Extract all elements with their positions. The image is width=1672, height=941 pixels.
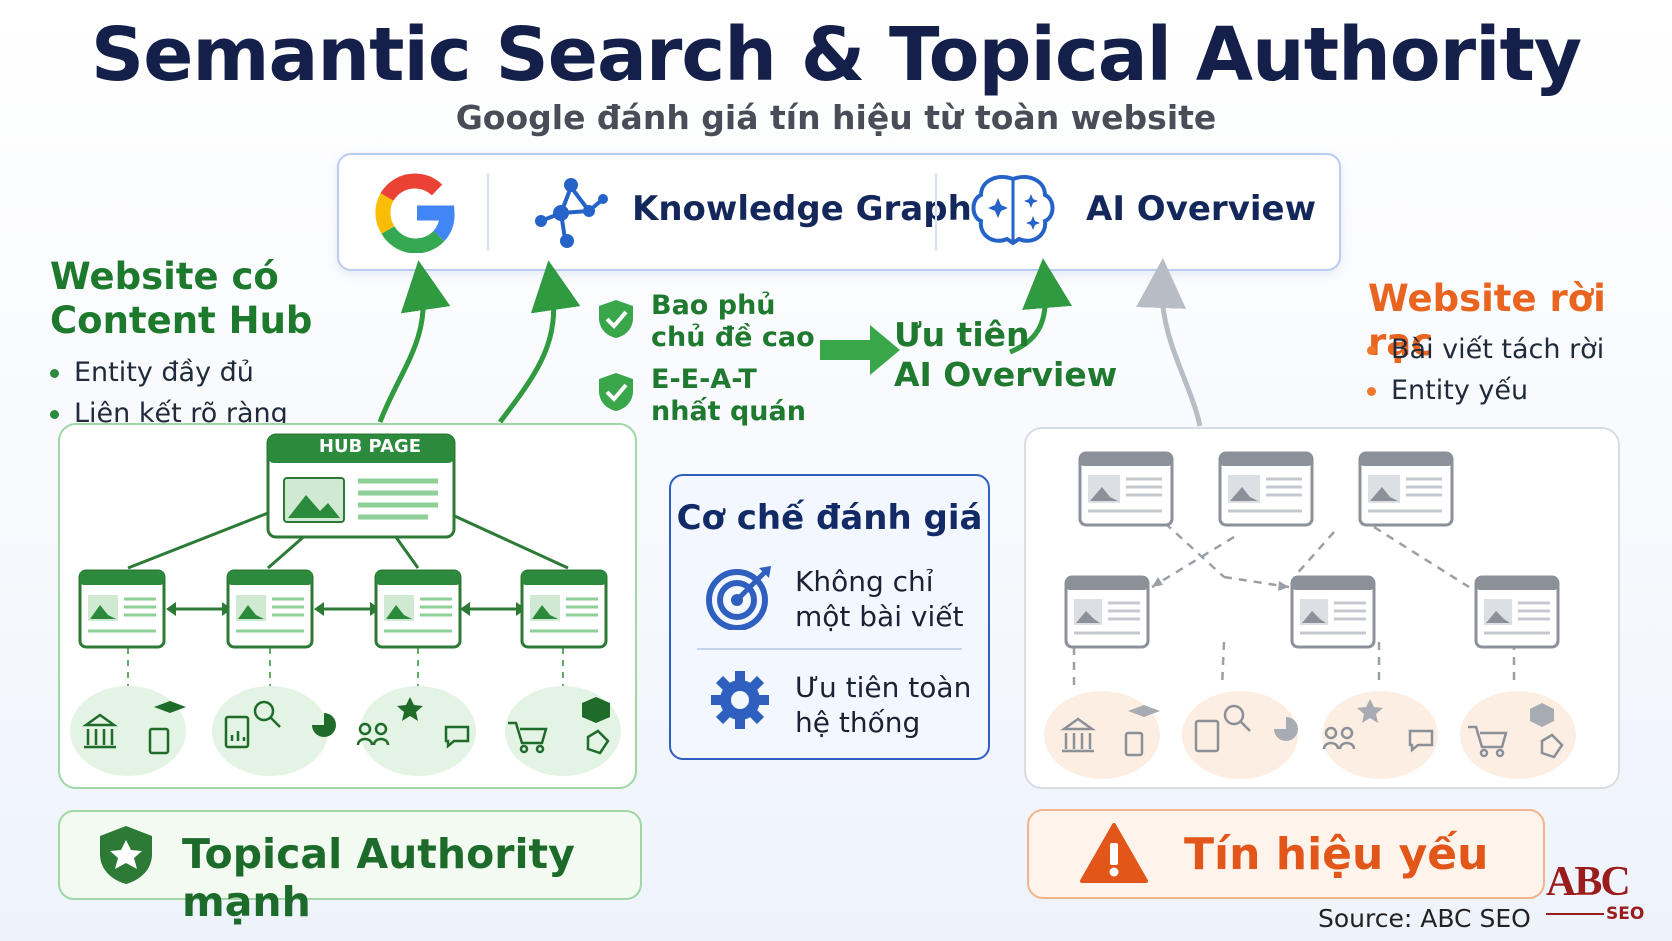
page-subtitle: Google đánh giá tín hiệu từ toàn website (455, 98, 1217, 137)
benefit-eeat-line2: nhất quán (651, 396, 806, 427)
left-heading-line1: Website có (50, 255, 279, 298)
mechanism-item-2-line2: hệ thống (795, 706, 921, 739)
google-g-icon (375, 173, 455, 253)
benefit-coverage-line1: Bao phủ (651, 290, 776, 321)
strong-authority-badge: Topical Authority mạnh (58, 810, 642, 926)
hub-page-card (266, 433, 456, 539)
benefit-eeat-line1: E-E-A-T (651, 364, 757, 395)
entity-circles (70, 686, 621, 776)
priority-line1: Ưu tiên (894, 315, 1030, 354)
check-shield-icon (599, 373, 633, 411)
left-bullet: Entity đầy đủ (46, 352, 288, 393)
mechanism-item-1-line2: một bài viết (795, 600, 964, 633)
gear-icon (711, 671, 769, 729)
weak-entity-circles (1044, 691, 1576, 779)
benefit-coverage: Bao phủ chủ đề cao (651, 290, 815, 354)
isolated-page-cards (1064, 451, 1560, 649)
right-bullet: Bài viết tách rời (1363, 329, 1604, 370)
hub-page-label: HUB PAGE (318, 436, 422, 457)
mechanism-item-2: Ưu tiên toàn hệ thống (795, 670, 971, 740)
mechanism-box: Cơ chế đánh giá Không chỉ một bài viết Ư… (669, 474, 990, 760)
brand-logo-sub: SEO (1606, 904, 1645, 924)
mechanism-title: Cơ chế đánh giá (676, 498, 983, 538)
strong-authority-label: Topical Authority mạnh (182, 830, 575, 926)
content-hub-diagram (70, 433, 621, 776)
arrow-up (1009, 258, 1072, 355)
source-caption: Source: ABC SEO (1318, 904, 1531, 933)
mechanism-item-1-line1: Không chỉ (795, 565, 934, 598)
knowledge-graph-icon (535, 178, 608, 248)
warning-icon (1080, 823, 1148, 883)
brand-logo-main: ABC (1546, 859, 1631, 905)
arrow-up (498, 260, 581, 424)
right-heading: Website rời rạc (1368, 277, 1606, 364)
signal-bar: Knowledge Graph AI Overview (337, 153, 1341, 271)
mechanism-divider (697, 648, 962, 650)
left-heading: Website có Content Hub (50, 255, 312, 343)
priority-line2: AI Overview (894, 355, 1118, 394)
right-bullet-list: Bài viết tách rời Entity yếu (1363, 329, 1604, 411)
page-title: Semantic Search & Topical Authority (90, 12, 1582, 98)
benefit-eeat: E-E-A-T nhất quán (651, 364, 806, 428)
mechanism-item-1: Không chỉ một bài viết (795, 564, 963, 634)
check-shield-icon (599, 300, 633, 338)
benefit-coverage-line2: chủ đề cao (651, 322, 815, 353)
weak-signal-label: Tín hiệu yếu (1184, 829, 1489, 880)
shield-star-icon (100, 826, 152, 884)
cluster-page-cards (78, 569, 608, 649)
knowledge-graph-label: Knowledge Graph (632, 189, 972, 229)
ai-overview-label: AI Overview (1086, 189, 1316, 229)
mechanism-item-2-line1: Ưu tiên toàn (795, 671, 972, 704)
priority-arrow (820, 325, 900, 375)
arrow-up-gray (1136, 258, 1203, 427)
priority-ai-overview: Ưu tiên AI Overview (894, 315, 1117, 395)
scattered-site-diagram (1044, 451, 1576, 779)
ai-brain-icon (971, 175, 1055, 246)
right-bullet: Entity yếu (1363, 370, 1604, 411)
left-heading-line2: Content Hub (50, 299, 313, 342)
target-icon (706, 566, 771, 630)
arrow-up (377, 260, 451, 423)
weak-signal-badge: Tín hiệu yếu (1027, 809, 1545, 899)
brand-logo-rule (1546, 913, 1604, 915)
